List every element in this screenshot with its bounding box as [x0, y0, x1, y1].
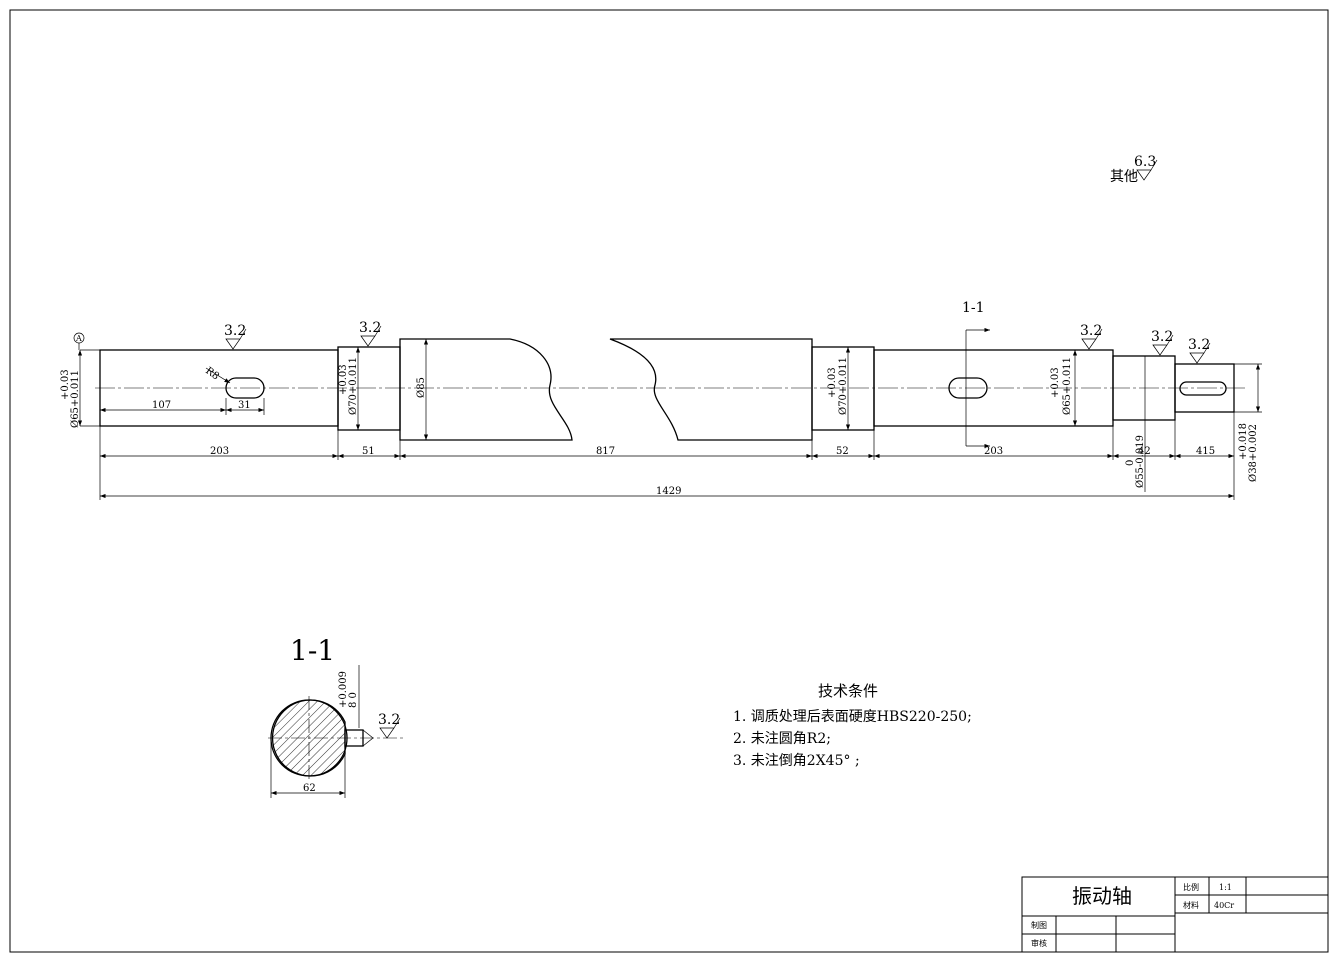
notes-title: 技术条件	[818, 682, 878, 700]
dim-51: 51	[362, 446, 375, 457]
dim-tol6b: Ø38+0.002	[1248, 424, 1259, 482]
keyway-1	[225, 377, 265, 399]
svg-text:3.2: 3.2	[1080, 323, 1102, 339]
svg-text:3.2: 3.2	[359, 320, 381, 336]
svg-text:3.2: 3.2	[224, 323, 246, 339]
dim-tol6: +0.018	[1238, 423, 1249, 460]
scale-label: 比例	[1183, 882, 1199, 892]
roughness-symbol-4: 3.2	[1151, 329, 1174, 356]
shaft-main-view: +0.03 Ø65+0.011 +0.03 Ø70+0.011 Ø85 +0.0…	[60, 300, 1262, 500]
dim-tol5: 0	[1125, 460, 1136, 466]
other-roughness: 其他 6.3	[1110, 154, 1158, 185]
dim-tol3b: Ø70+0.011	[838, 357, 849, 415]
dim-107: 107	[152, 400, 171, 411]
dim-203a: 203	[210, 446, 229, 457]
dim-415: 415	[1196, 446, 1215, 457]
part-name: 振动轴	[1072, 884, 1132, 908]
title-block: 振动轴 比例 1:1 材料 40Cr 制图 审核	[1021, 876, 1329, 953]
svg-text:3.2: 3.2	[378, 712, 400, 728]
section-dia: 62	[303, 783, 316, 794]
section-title: 1-1	[290, 634, 335, 667]
dim-tol4b: Ø65+0.011	[1062, 357, 1073, 415]
dim-r8: R8	[203, 365, 221, 382]
section-view: 1-1 62 +0.009 8 0 3.2	[268, 634, 404, 798]
keyway-3	[1179, 381, 1227, 396]
dim-tol2: +0.03	[338, 364, 349, 395]
technical-notes: 技术条件 1. 调质处理后表面硬度HBS220-250; 2. 未注圆角R2; …	[733, 682, 972, 769]
drawn-label: 制图	[1031, 920, 1047, 930]
section-key-tol-top: +0.009	[338, 671, 349, 708]
svg-text:A: A	[75, 334, 82, 343]
dim-tol5b: Ø55-0.019	[1135, 435, 1146, 488]
drawing-frame	[9, 9, 1329, 953]
roughness-symbol-3: 3.2	[1080, 323, 1103, 350]
roughness-symbol-5: 3.2	[1188, 337, 1211, 364]
svg-text:3.2: 3.2	[1188, 337, 1210, 353]
dim-tol4: +0.03	[1050, 367, 1061, 398]
svg-text:6.3: 6.3	[1134, 154, 1156, 170]
dim-817: 817	[596, 446, 615, 457]
checked-label: 审核	[1031, 938, 1047, 948]
dim-52: 52	[836, 446, 849, 457]
section-key-tol-bottom: 8 0	[348, 692, 359, 708]
dim-42: 42	[1138, 446, 1151, 457]
material-value: 40Cr	[1214, 901, 1234, 910]
keyway-2	[948, 377, 988, 399]
dim-31: 31	[238, 400, 251, 411]
dim-203b: 203	[984, 446, 1003, 457]
scale-value: 1:1	[1219, 883, 1232, 892]
dim-dia85: Ø85	[416, 377, 427, 398]
dim-tol2b: Ø70+0.011	[348, 357, 359, 415]
note-3: 3. 未注倒角2X45° ;	[733, 753, 860, 769]
svg-text:其他: 其他	[1110, 169, 1138, 185]
section-mark: 1-1	[962, 300, 985, 316]
dim-tol3: +0.03	[827, 367, 838, 398]
svg-text:3.2: 3.2	[1151, 329, 1173, 345]
roughness-symbol-1: 3.2	[224, 323, 247, 350]
dim-1429: 1429	[656, 486, 681, 497]
note-2: 2. 未注圆角R2;	[733, 731, 831, 747]
roughness-symbol-2: 3.2	[359, 320, 382, 347]
dim-tol1b: Ø65+0.011	[70, 370, 81, 428]
material-label: 材料	[1183, 900, 1199, 910]
dim-tol1: +0.03	[60, 369, 71, 400]
note-1: 1. 调质处理后表面硬度HBS220-250;	[733, 709, 972, 725]
